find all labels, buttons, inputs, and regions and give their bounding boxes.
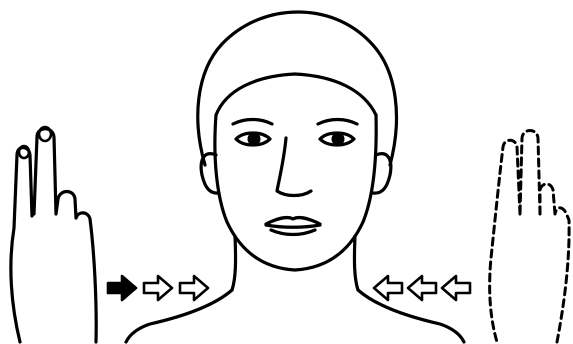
left-arrow-group [108, 276, 208, 300]
right-shoulder [358, 290, 464, 342]
lip-line [266, 225, 320, 227]
lower-lip [271, 230, 315, 235]
left-arrow-3-outline [180, 276, 208, 300]
nose [277, 138, 311, 196]
left-arrow-1-filled [108, 276, 136, 300]
left-arrow-2-outline [144, 276, 172, 300]
right-arrow-group [374, 276, 470, 300]
right-neck-line [354, 236, 358, 290]
left-shoulder [126, 290, 232, 342]
left-neck-line [232, 236, 236, 290]
hairline [216, 74, 376, 115]
right-arrow-2-outline [408, 276, 436, 300]
right-arrow-3-outline [442, 276, 470, 300]
left-hand-solid [11, 129, 96, 342]
left-eyebrow [233, 120, 272, 125]
left-pupil [248, 133, 261, 146]
right-eyebrow [318, 120, 357, 125]
right-pupil [332, 133, 345, 146]
upper-lip [266, 218, 320, 224]
right-arrow-1-outline [374, 276, 402, 300]
hair-outline [198, 12, 397, 165]
right-hand-dashed [490, 131, 569, 343]
